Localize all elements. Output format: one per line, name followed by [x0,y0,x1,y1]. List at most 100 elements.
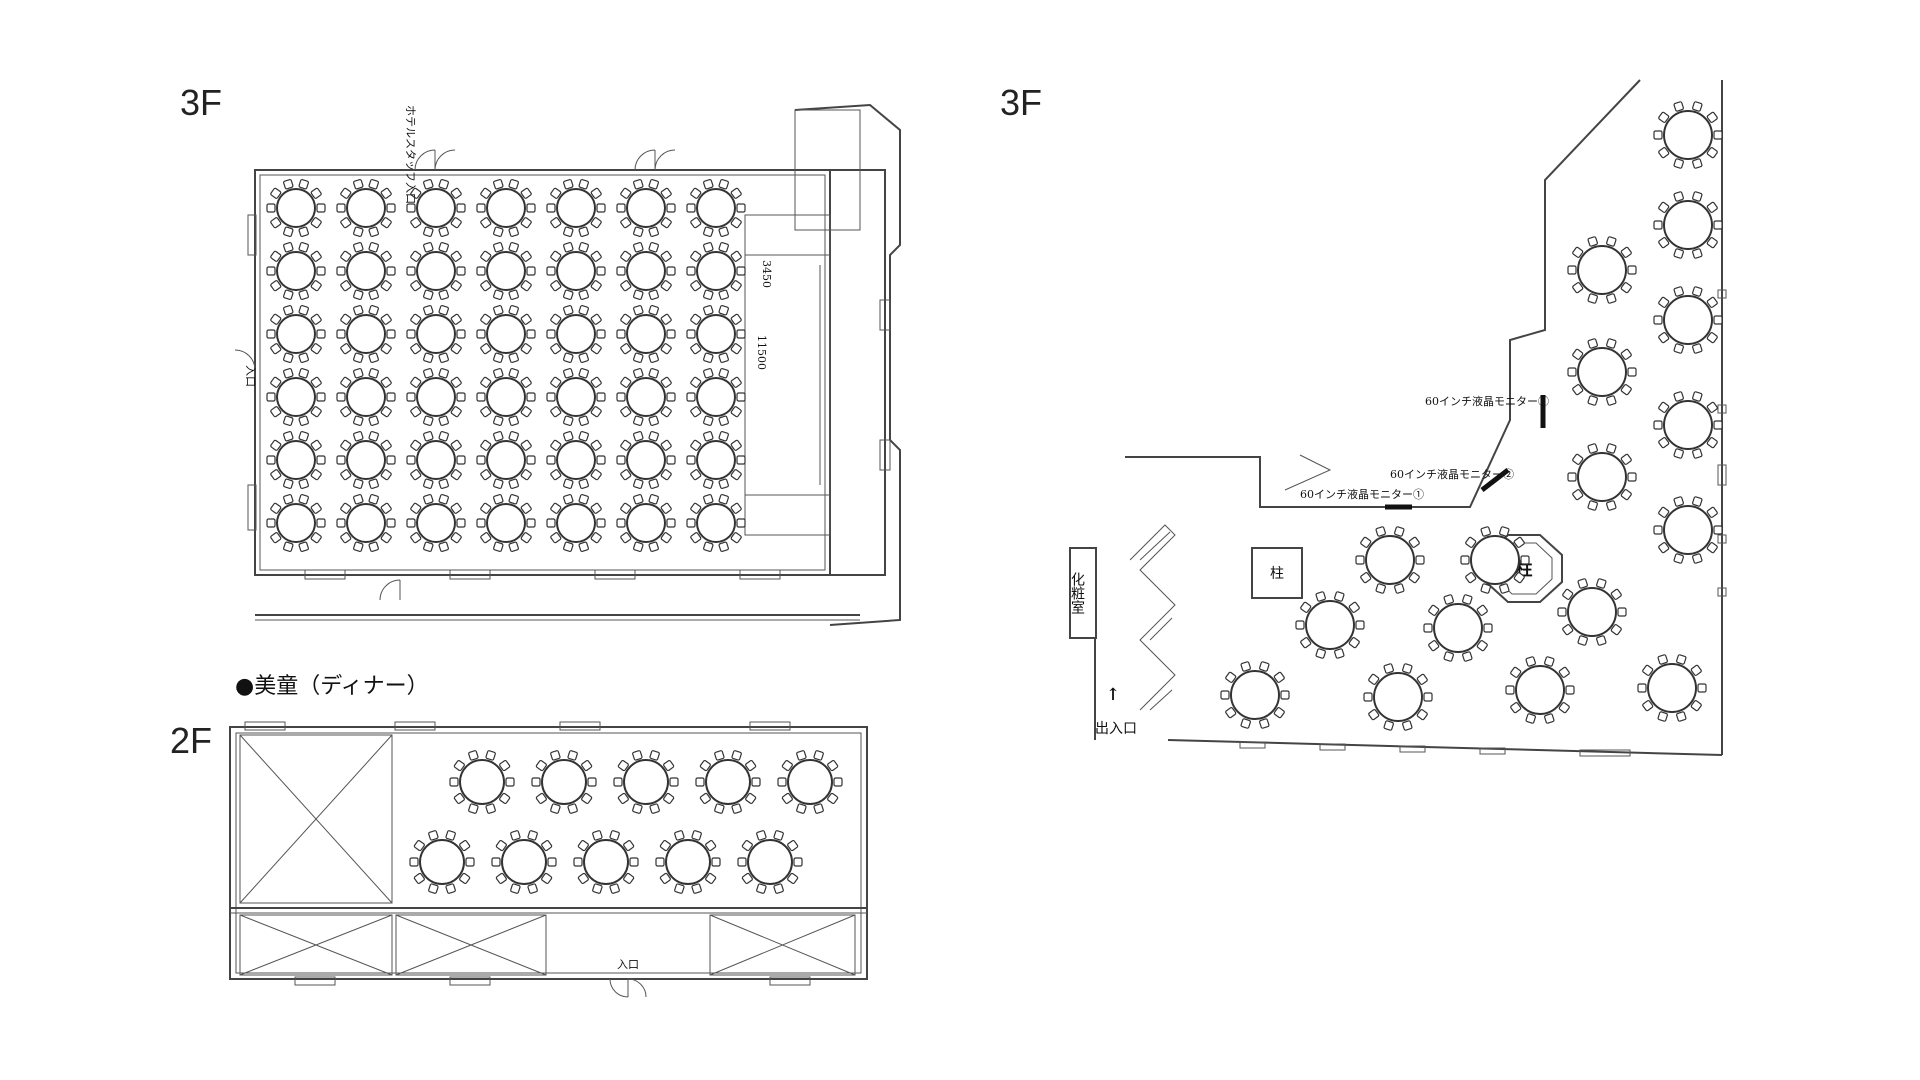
chair [573,857,583,867]
chair [520,469,532,481]
chair [623,839,635,852]
chair [633,367,644,379]
table-top [416,251,456,291]
chair [368,430,379,442]
chair [1697,683,1707,693]
chair [1692,343,1703,354]
chair [413,872,425,885]
banquet-table [546,367,606,427]
chair [1408,572,1420,584]
chair [1692,391,1703,402]
chair [423,178,434,190]
chair [353,241,364,253]
chair [633,241,644,253]
chair [1713,220,1723,230]
chair [686,518,696,528]
table-top [1577,452,1627,502]
chair [1706,237,1718,249]
chair [736,329,746,339]
table-top [696,314,736,354]
banquet-table [266,304,326,364]
chair [316,266,326,276]
table-top [416,188,456,228]
chair [590,469,602,481]
chair [617,759,629,772]
banquet-table [336,430,396,490]
chair [655,857,665,867]
chair [386,518,396,528]
chair [736,518,746,528]
chair [1713,130,1723,140]
table-top [501,839,547,885]
chair [368,241,379,253]
table-top [486,251,526,291]
banquet-table [546,178,606,238]
chair [666,455,676,465]
chair [777,777,787,787]
chair [730,343,742,355]
chair [410,217,422,229]
chair [380,469,392,481]
chair [298,541,309,553]
chair [340,217,352,229]
chair [1692,448,1703,459]
chair [550,217,562,229]
chair [310,376,322,388]
chair [1658,111,1670,123]
chair [270,217,282,229]
table-top [1365,535,1415,585]
banquet-table [406,430,466,490]
chair [703,289,714,301]
plan-3f-banquet: ホテルスタッフ入口 入口 3450 11500 [234,103,901,626]
chair [633,226,644,238]
monitor-1-label: 60インチ液晶モニター① [1300,487,1424,501]
table-top [556,314,596,354]
chair [459,839,471,852]
chair [1627,265,1637,275]
chair [703,304,714,316]
chair [1690,664,1702,676]
chair [283,430,294,442]
chair [592,830,603,841]
chair [1572,489,1584,501]
chair [270,343,282,355]
chair [1620,246,1632,258]
chair [283,304,294,316]
chair [1596,635,1607,646]
chair [1383,720,1394,731]
chair [620,250,632,262]
chair [410,406,422,418]
banquet-table [406,241,466,301]
chair [445,883,456,894]
chair [1513,536,1525,548]
chair [659,839,671,852]
chair [480,250,492,262]
chair [450,250,462,262]
chair [450,217,462,229]
chair [413,839,425,852]
chair [493,226,504,238]
chair [1368,673,1380,685]
chair [711,857,721,867]
chair [493,241,504,253]
chair [1360,536,1372,548]
chair [1706,201,1718,213]
chair [616,455,626,465]
monitor-3-label: 60インチ液晶モニター③ [1425,394,1549,408]
chair [1273,671,1285,683]
stage-width-label: 3450 [760,260,773,288]
banquet-table [616,367,676,427]
chair [450,313,462,325]
chair [508,493,519,505]
chair [1673,496,1684,507]
chair [730,376,742,388]
chair [690,469,702,481]
chair [1653,130,1663,140]
chair [270,469,282,481]
chair [520,280,532,292]
banquet-table [266,178,326,238]
table-top [416,440,456,480]
banquet-table [476,367,536,427]
chair [1706,542,1718,554]
chair [1315,648,1326,659]
